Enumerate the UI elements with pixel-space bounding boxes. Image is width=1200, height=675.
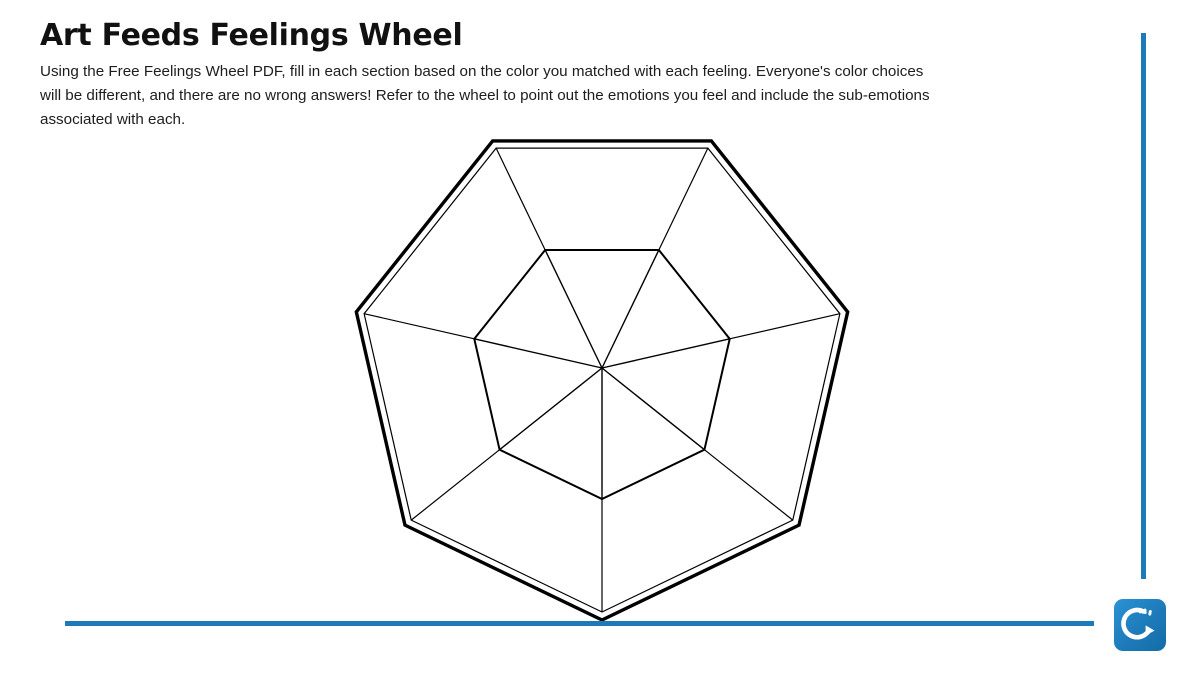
- page-title: Art Feeds Feelings Wheel: [40, 18, 463, 53]
- wheel-core-spoke: [544, 249, 603, 369]
- feelings-wheel-diagram: [330, 108, 875, 623]
- wheel-core-spoke: [474, 338, 603, 369]
- wheel-outer-band-divider: [729, 313, 841, 340]
- wheel-outer-band-divider: [704, 449, 794, 521]
- wheel-core-spoke: [601, 338, 730, 369]
- right-accent-rule: [1141, 33, 1146, 579]
- wheel-core-spoke: [499, 367, 603, 451]
- wheel-geometry: [354, 139, 850, 622]
- wheel-outer-inset-heptagon: [363, 147, 841, 613]
- text-block: Art Feeds Feelings Wheel Using the Free …: [40, 16, 960, 132]
- wheel-outer-band-divider: [495, 147, 546, 251]
- wheel-core-spoke: [601, 367, 705, 451]
- wheel-outer-band-divider: [410, 449, 500, 521]
- bottom-accent-rule: [65, 621, 1094, 626]
- circular-arrow-icon: [1121, 607, 1155, 640]
- wheel-inner-heptagon: [473, 248, 731, 501]
- wheel-core-spoke: [601, 249, 660, 369]
- logo-badge[interactable]: [1114, 599, 1166, 651]
- wheel-outer-band-divider: [363, 313, 475, 340]
- feelings-wheel-svg: [354, 139, 850, 622]
- page-description: Using the Free Feelings Wheel PDF, fill …: [40, 63, 930, 128]
- wheel-outer-band-divider: [658, 147, 709, 251]
- wheel-outer-heptagon: [354, 139, 850, 622]
